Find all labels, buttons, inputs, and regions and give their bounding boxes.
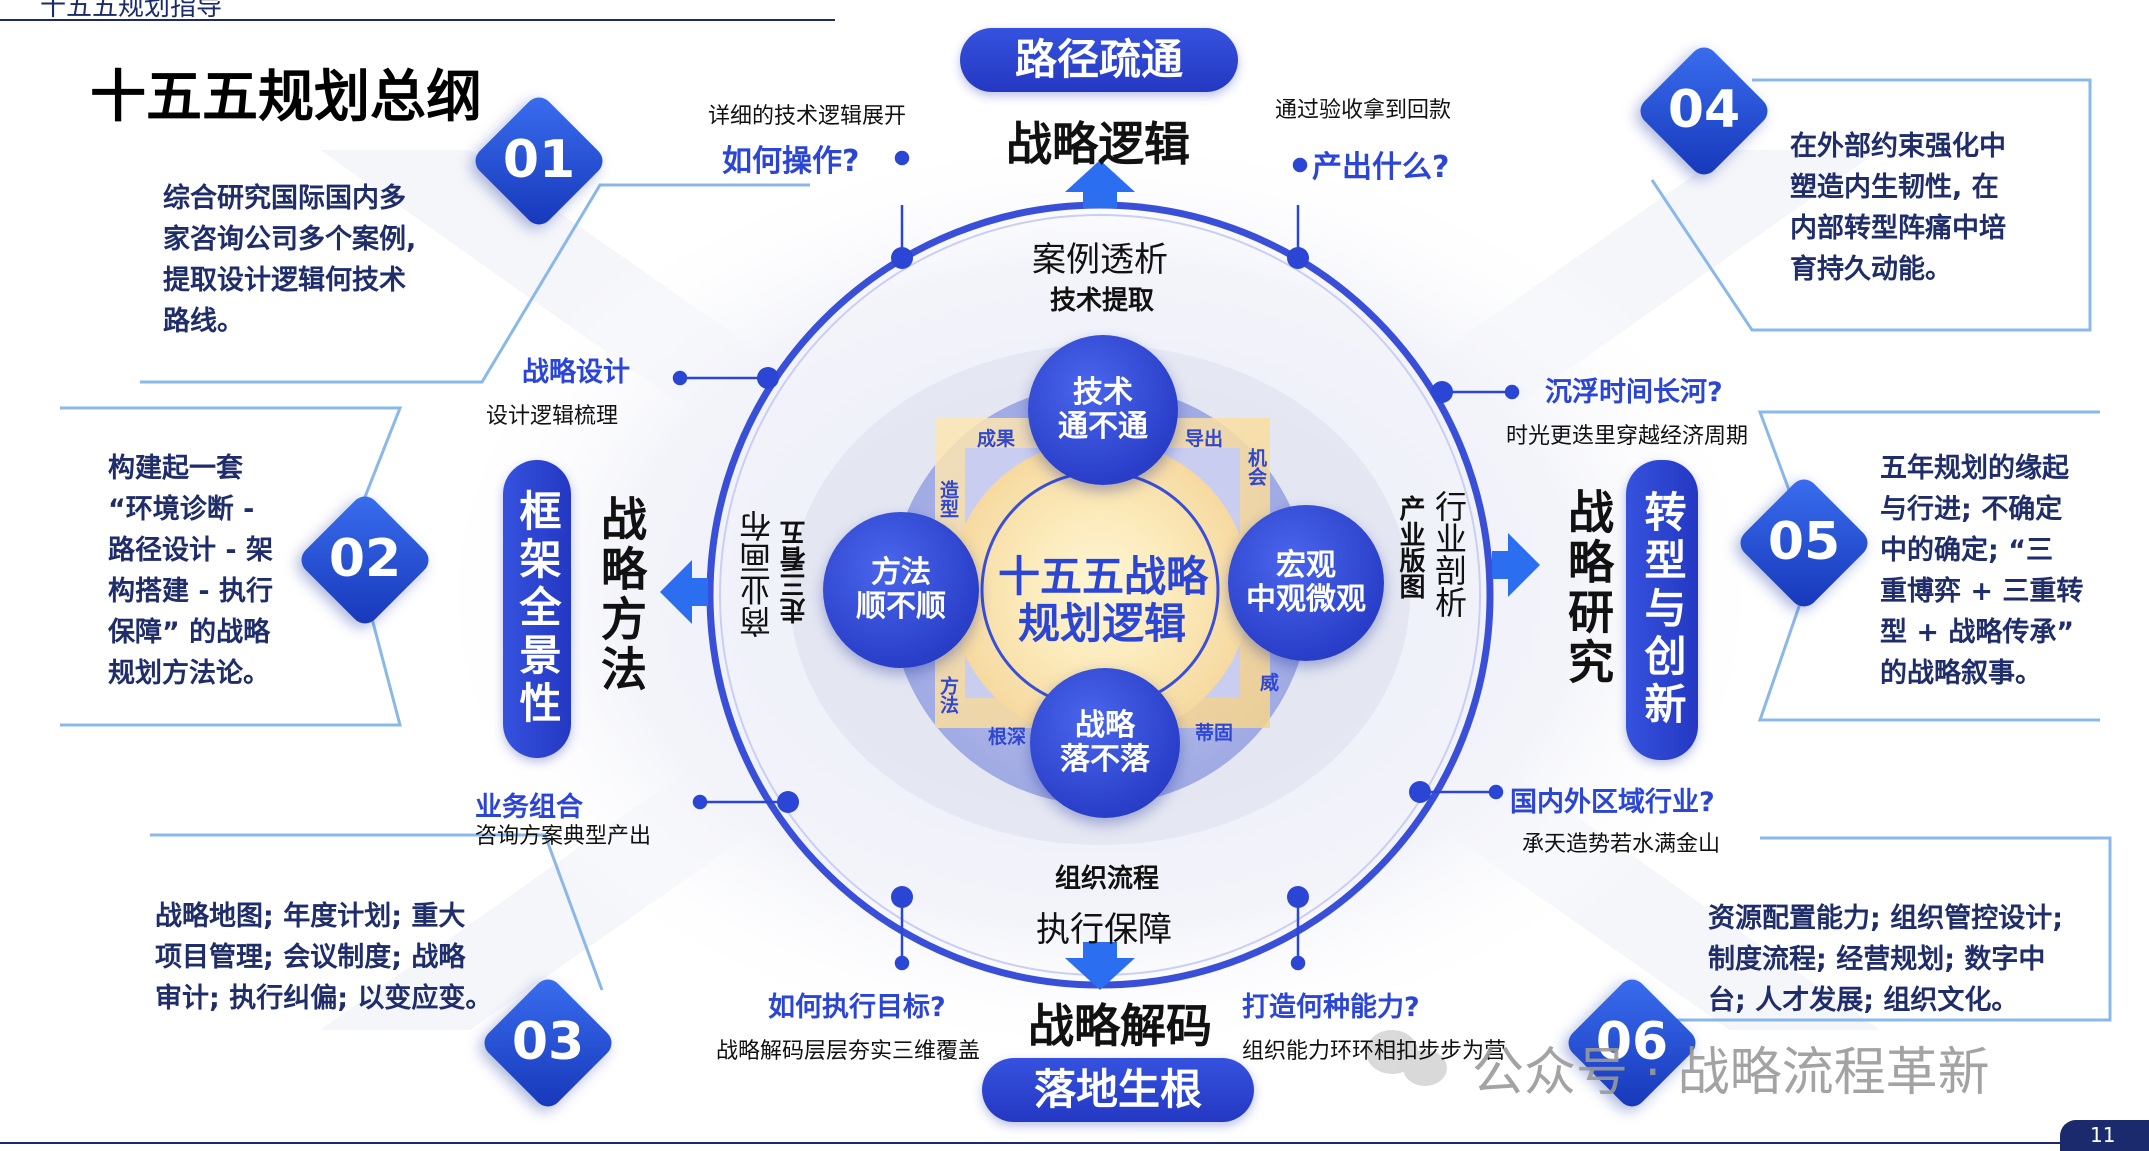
node-tech-line1: 技术 <box>1073 375 1133 410</box>
node-strategy-line1: 战略 <box>1075 708 1135 743</box>
ring-left-main: 商业画布 <box>738 510 776 638</box>
badge-06-line: 资源配置能力; 组织管控设计; <box>1708 903 2063 934</box>
ring-right-sub: 产业版图 <box>1395 495 1425 599</box>
badge-01-number: 01 <box>502 130 576 190</box>
badge-03-line: 审计; 执行纠偏; 以变应变。 <box>155 983 493 1014</box>
badge-04-line: 在外部约束强化中 <box>1790 131 2006 162</box>
node-tech: 技术 通不通 <box>1028 335 1178 485</box>
right-label: 战略研究 <box>1561 488 1615 688</box>
center-title-line2: 规划逻辑 <box>1018 599 1187 648</box>
badge-06-line: 制度流程; 经营规划; 数字中 <box>1708 944 2046 975</box>
q7-desc: 战略解码层层夯实三维覆盖 <box>716 1039 981 1064</box>
right-pill: 转型与创新 <box>1626 460 1698 760</box>
ring-bottom-sub: 组织流程 <box>1055 864 1160 894</box>
badge-04-line: 内部转型阵痛中培 <box>1790 213 2006 244</box>
badge-01-line: 路线。 <box>163 306 244 337</box>
ring-right-main: 行业剖析 <box>1430 490 1468 618</box>
node-method: 方法 顺不顺 <box>823 512 979 668</box>
bottom-label: 战略解码 <box>1028 999 1212 1053</box>
node-strategy-line2: 落不落 <box>1060 742 1150 777</box>
q5-title: 业务组合 <box>475 792 583 823</box>
badge-01-line: 提取设计逻辑何技术 <box>163 265 406 296</box>
badge-06-number: 06 <box>1595 1012 1669 1072</box>
q3-desc: 设计逻辑梳理 <box>486 404 619 429</box>
node-macro-line2: 中观微观 <box>1246 582 1366 617</box>
top-pill: 路径疏通 <box>960 28 1238 92</box>
badge-04-line: 育持久动能。 <box>1790 254 1952 285</box>
corner-tr-a: 导出 <box>1185 428 1224 450</box>
corner-tl-b: 造型 <box>937 480 959 518</box>
ring-bottom-main: 执行保障 <box>1036 910 1172 950</box>
badge-05-line: 五年规划的缘起 <box>1880 453 2069 484</box>
corner-br-a: 威 <box>1260 672 1280 694</box>
ring-top-main: 案例透析 <box>1032 240 1168 280</box>
q2-title: 产出什么? <box>1312 150 1450 185</box>
badge-02-line: 保障” 的战略 <box>108 617 271 648</box>
badge-05-line: 重博弈 + 三重转 <box>1880 576 2084 607</box>
badge-01-line: 家咨询公司多个案例, <box>163 224 417 255</box>
page-title: 十五五规划总纲 <box>90 65 482 130</box>
badge-03-desc: 战略地图; 年度计划; 重大 项目管理; 会议制度; 战略 审计; 执行纠偏; … <box>155 896 492 1019</box>
q7-title: 如何执行目标? <box>768 992 946 1023</box>
badge-05-number: 05 <box>1767 512 1841 572</box>
q5-desc: 咨询方案典型产出 <box>475 824 652 849</box>
badge-01-desc: 综合研究国际国内多 家咨询公司多个案例, 提取设计逻辑何技术 路线。 <box>163 178 416 342</box>
badge-02-number: 02 <box>328 529 402 589</box>
corner-tl-a: 成果 <box>977 428 1016 450</box>
badge-05-line: 中的确定; “三 <box>1880 535 2053 566</box>
badge-02-line: 规划方法论。 <box>108 658 270 689</box>
badge-01-line: 综合研究国际国内多 <box>163 183 406 214</box>
page-number: 11 <box>2090 1123 2116 1147</box>
badge-06-line: 台; 人才发展; 组织文化。 <box>1708 985 2019 1016</box>
q3-title: 战略设计 <box>522 357 630 388</box>
ring-top-sub: 技术提取 <box>1050 286 1155 316</box>
badge-04-number: 04 <box>1667 80 1741 140</box>
badge-02-desc: 构建起一套 “环境诊断 - 路径设计 - 架 构搭建 - 执行 保障” 的战略 … <box>108 448 273 694</box>
badge-04-line: 塑造内生韧性, 在 <box>1790 172 1999 203</box>
badge-05-desc: 五年规划的缘起 与行进; 不确定 中的确定; “三 重博弈 + 三重转 型 + … <box>1880 448 2083 694</box>
badge-05-line: 的战略叙事。 <box>1880 658 2042 689</box>
q6-title: 国内外区域行业? <box>1510 787 1715 818</box>
node-tech-line2: 通不通 <box>1058 409 1148 444</box>
q2-desc: 通过验收拿到回款 <box>1275 98 1452 123</box>
q1-title: 如何操作? <box>722 144 860 179</box>
node-method-line2: 顺不顺 <box>856 589 946 624</box>
badge-02-line: 构搭建 - 执行 <box>108 576 274 607</box>
corner-bl-a: 方法 <box>937 676 959 714</box>
badge-03-number: 03 <box>511 1012 585 1072</box>
node-macro: 宏观 中观微观 <box>1228 505 1384 661</box>
q1-desc: 详细的技术逻辑展开 <box>708 104 907 129</box>
ring-left-sub: 走三看五 <box>780 520 810 624</box>
q8-title: 打造何种能力? <box>1242 992 1420 1023</box>
node-strategy: 战略 落不落 <box>1030 668 1180 818</box>
badge-03-line: 项目管理; 会议制度; 战略 <box>155 942 466 973</box>
page-number-tab: 11 <box>2060 1120 2149 1151</box>
badge-03-line: 战略地图; 年度计划; 重大 <box>155 901 466 932</box>
badge-06-desc: 资源配置能力; 组织管控设计; 制度流程; 经营规划; 数字中 台; 人才发展;… <box>1708 898 2063 1021</box>
top-label: 战略逻辑 <box>1006 117 1190 171</box>
q8-desc: 组织能力环环相扣步步为营 <box>1242 1039 1507 1064</box>
badge-05-line: 型 + 战略传承” <box>1880 617 2075 648</box>
watermark: 公众号 · 战略流程革新 <box>1472 1043 1990 1103</box>
badge-02-line: 路径设计 - 架 <box>108 535 274 566</box>
corner-br-b: 蒂固 <box>1195 722 1234 744</box>
center-title-line1: 十五五战略 <box>998 552 1209 601</box>
bottom-pill: 落地生根 <box>982 1058 1254 1122</box>
header-top-text: 十五五规划指导 <box>40 0 223 22</box>
badge-04-desc: 在外部约束强化中 塑造内生韧性, 在 内部转型阵痛中培 育持久动能。 <box>1790 126 2006 290</box>
corner-bl-b: 根深 <box>988 726 1027 748</box>
corner-tr-b: 机会 <box>1245 448 1267 486</box>
node-macro-line1: 宏观 <box>1276 548 1336 583</box>
badge-05-line: 与行进; 不确定 <box>1880 494 2063 525</box>
badge-02-line: 构建起一套 <box>108 453 243 484</box>
q4-title: 沉浮时间长河? <box>1545 377 1723 408</box>
node-method-line1: 方法 <box>871 555 931 590</box>
left-pill: 框架全景性 <box>503 460 571 758</box>
badge-02-line: “环境诊断 - <box>108 494 255 525</box>
left-label: 战略方法 <box>594 495 648 695</box>
q4-desc: 时光更迭里穿越经济周期 <box>1506 424 1749 449</box>
q6-desc: 承天造势若水满金山 <box>1522 832 1721 857</box>
